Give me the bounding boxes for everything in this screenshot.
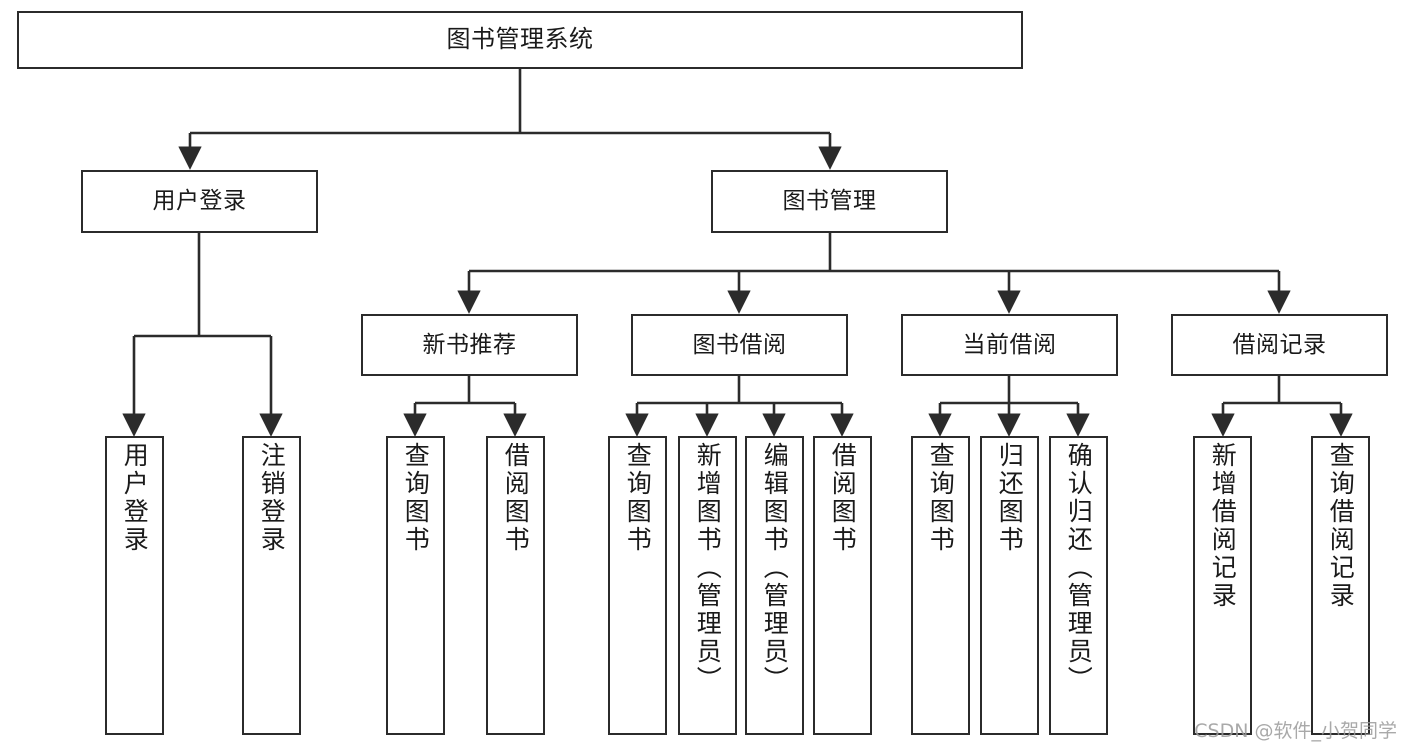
node-label: 查询借阅记录 [1326,442,1356,610]
node-label: 新增图书（管理员） [693,442,723,694]
leaf-recommend-borrow-book[interactable]: 借阅图书 [486,436,545,735]
node-label: 新书推荐 [422,331,517,358]
node-label: 查询图书 [926,442,956,554]
leaf-record-add-record[interactable]: 新增借阅记录 [1193,436,1252,735]
leaf-user-login-signin[interactable]: 用户登录 [105,436,164,735]
node-root-system[interactable]: 图书管理系统 [17,11,1023,69]
leaf-borrow-edit-book-admin[interactable]: 编辑图书（管理员） [745,436,804,735]
node-book-borrow[interactable]: 图书借阅 [631,314,848,376]
leaf-current-query-book[interactable]: 查询图书 [911,436,970,735]
node-label: 查询图书 [401,442,431,554]
node-label: 注销登录 [257,442,287,554]
node-label: 图书管理系统 [446,25,594,54]
leaf-borrow-query-book[interactable]: 查询图书 [608,436,667,735]
node-label: 归还图书 [995,442,1025,554]
node-new-book-recommend[interactable]: 新书推荐 [361,314,578,376]
node-label: 用户登录 [152,188,247,215]
leaf-record-query-record[interactable]: 查询借阅记录 [1311,436,1370,735]
leaf-borrow-add-book-admin[interactable]: 新增图书（管理员） [678,436,737,735]
node-label: 确认归还（管理员） [1064,442,1094,694]
csdn-watermark: CSDN @软件_小贺同学 [1194,720,1397,742]
leaf-current-return-book[interactable]: 归还图书 [980,436,1039,735]
node-label: 新增借阅记录 [1208,442,1238,610]
node-book-management[interactable]: 图书管理 [711,170,948,233]
leaf-user-login-signout[interactable]: 注销登录 [242,436,301,735]
leaf-current-confirm-return-admin[interactable]: 确认归还（管理员） [1049,436,1108,735]
node-label: 图书借阅 [692,331,787,358]
node-label: 当前借阅 [962,331,1057,358]
leaf-borrow-borrow-book[interactable]: 借阅图书 [813,436,872,735]
node-label: 借阅记录 [1232,331,1327,358]
node-user-login[interactable]: 用户登录 [81,170,318,233]
node-label: 借阅图书 [828,442,858,554]
node-current-borrow[interactable]: 当前借阅 [901,314,1118,376]
node-label: 用户登录 [120,442,150,554]
leaf-recommend-query-book[interactable]: 查询图书 [386,436,445,735]
node-label: 借阅图书 [501,442,531,554]
node-label: 查询图书 [623,442,653,554]
node-label: 编辑图书（管理员） [760,442,790,694]
node-borrow-record[interactable]: 借阅记录 [1171,314,1388,376]
node-label: 图书管理 [782,188,877,215]
